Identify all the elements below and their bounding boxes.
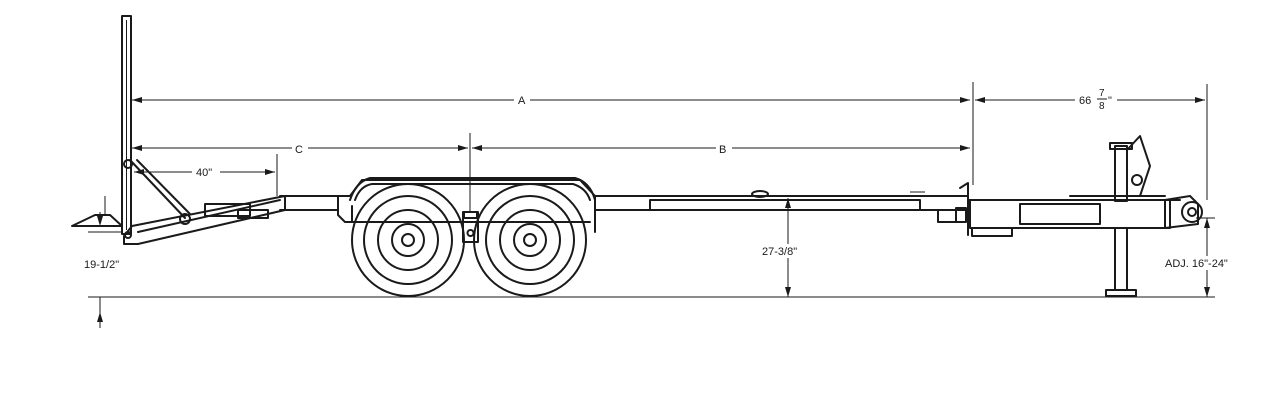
wheel-rear [351, 183, 465, 297]
label-deck-height: 27-3/8" [762, 246, 797, 258]
dimension-tongue [975, 84, 1208, 200]
rear-ramp-post [121, 15, 132, 235]
dimension-a [132, 82, 974, 185]
dimension-c [132, 133, 471, 212]
label-b: B [719, 144, 726, 156]
rear-ramp [123, 159, 286, 245]
dimension-ramp-height [97, 212, 103, 328]
label-tongue-den: 8 [1099, 101, 1105, 112]
label-jack-height: ADJ. 16"-24" [1165, 258, 1228, 270]
deck-frame [279, 179, 1181, 236]
dimension-forty [134, 154, 278, 196]
fender [349, 177, 596, 201]
tongue-jack [1105, 135, 1151, 297]
tongue [937, 195, 1203, 237]
label-tongue-whole: 66 [1079, 95, 1091, 107]
dimension-deck-height [760, 198, 816, 297]
rear-light-bracket [71, 196, 123, 233]
label-tongue-inch: " [1108, 95, 1112, 107]
label-forty: 40" [196, 167, 212, 179]
dimension-b [472, 141, 970, 155]
label-tongue-num: 7 [1099, 88, 1105, 99]
wheel-front [473, 183, 587, 297]
label-ramp-height: 19-1/2" [84, 259, 119, 271]
dimension-jack-height [1162, 217, 1242, 297]
label-a: A [518, 95, 526, 107]
label-c: C [295, 144, 303, 156]
